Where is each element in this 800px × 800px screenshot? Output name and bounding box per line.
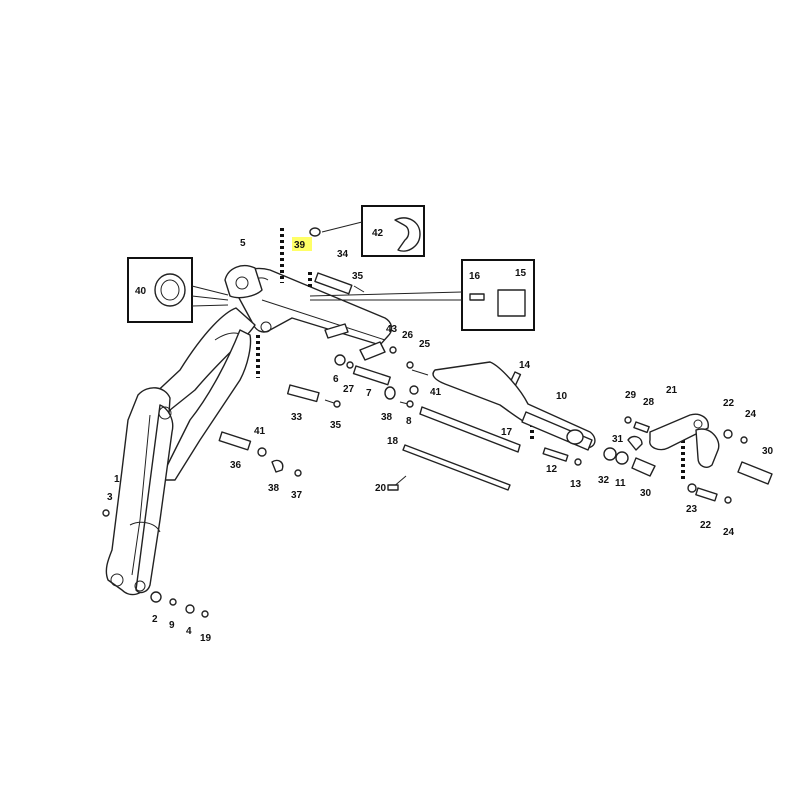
callout-33[interactable]: 33 xyxy=(291,412,303,423)
callout-23[interactable]: 23 xyxy=(686,504,698,515)
callout-11[interactable]: 11 xyxy=(615,478,626,489)
callout-20[interactable]: 20 xyxy=(375,483,387,494)
callout-32[interactable]: 32 xyxy=(598,475,610,486)
callout-22[interactable]: 22 xyxy=(700,520,712,531)
callout-38[interactable]: 38 xyxy=(268,483,280,494)
callout-27[interactable]: 27 xyxy=(343,384,355,395)
inset-box-40 xyxy=(127,257,229,323)
callout-43[interactable]: 43 xyxy=(386,324,398,335)
callout-5[interactable]: 5 xyxy=(240,238,246,249)
callout-15[interactable]: 15 xyxy=(515,268,527,279)
callout-34[interactable]: 34 xyxy=(337,249,349,260)
callout-4[interactable]: 4 xyxy=(186,626,192,637)
callout-26[interactable]: 26 xyxy=(402,330,414,341)
callout-25[interactable]: 25 xyxy=(419,339,431,350)
callout-16[interactable]: 16 xyxy=(469,271,481,282)
callout-12[interactable]: 12 xyxy=(546,464,558,475)
callout-19[interactable]: 19 xyxy=(200,633,212,644)
callout-37[interactable]: 37 xyxy=(291,490,303,501)
inset-box-15-16 xyxy=(309,259,535,331)
callout-10[interactable]: 10 xyxy=(556,391,568,402)
callout-40[interactable]: 40 xyxy=(135,286,147,297)
callout-14[interactable]: 14 xyxy=(519,360,531,371)
callout-29[interactable]: 29 xyxy=(625,390,637,401)
hardware-parts xyxy=(102,227,773,618)
callout-7[interactable]: 7 xyxy=(366,388,372,399)
inset-box-42 xyxy=(321,205,425,257)
callout-24[interactable]: 24 xyxy=(723,527,735,538)
callout-35[interactable]: 35 xyxy=(330,420,342,431)
callout-42[interactable]: 42 xyxy=(372,228,384,239)
callout-labels: 39 42 5 34 35 40 16 15 43 26 25 6 27 7 4… xyxy=(107,228,774,644)
boom-assembly xyxy=(105,264,393,596)
callout-31[interactable]: 31 xyxy=(612,434,624,445)
callout-30[interactable]: 30 xyxy=(640,488,652,499)
callout-22[interactable]: 22 xyxy=(723,398,735,409)
callout-41[interactable]: 41 xyxy=(254,426,266,437)
callout-13[interactable]: 13 xyxy=(570,479,582,490)
callout-39[interactable]: 39 xyxy=(294,240,306,251)
callout-38[interactable]: 38 xyxy=(381,412,393,423)
phantom-lines xyxy=(256,228,685,480)
callout-41[interactable]: 41 xyxy=(430,387,442,398)
callout-9[interactable]: 9 xyxy=(169,620,175,631)
callout-21[interactable]: 21 xyxy=(666,385,678,396)
callout-2[interactable]: 2 xyxy=(152,614,158,625)
callout-35[interactable]: 35 xyxy=(352,271,364,282)
callout-28[interactable]: 28 xyxy=(643,397,655,408)
callout-17[interactable]: 17 xyxy=(501,427,513,438)
callout-8[interactable]: 8 xyxy=(406,416,412,427)
callout-24[interactable]: 24 xyxy=(745,409,757,420)
callout-36[interactable]: 36 xyxy=(230,460,242,471)
callout-30[interactable]: 30 xyxy=(762,446,774,457)
callout-18[interactable]: 18 xyxy=(387,436,399,447)
callout-3[interactable]: 3 xyxy=(107,492,113,503)
callout-1[interactable]: 1 xyxy=(114,474,120,485)
callout-6[interactable]: 6 xyxy=(333,374,339,385)
callout-39-highlight xyxy=(292,237,312,251)
